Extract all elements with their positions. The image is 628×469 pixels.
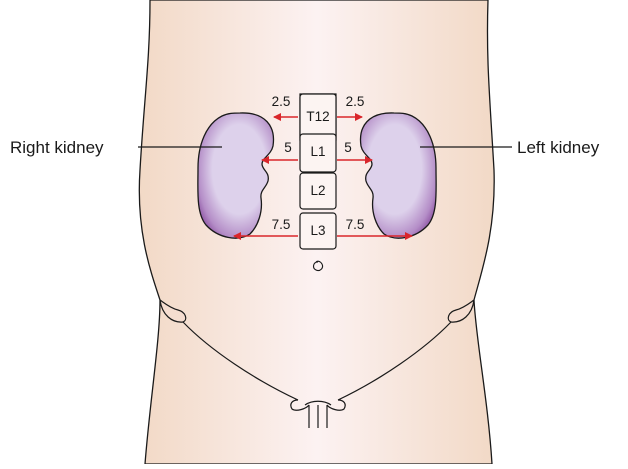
vertebra-label-t12: T12: [306, 109, 329, 124]
vertebra-t12: T12: [300, 94, 336, 140]
distance-label-t12-left: 2.5: [346, 94, 365, 109]
vertebra-l1: L1: [300, 134, 336, 172]
vertebra-l2: L2: [300, 173, 336, 209]
distance-label-t12-right: 2.5: [272, 94, 291, 109]
vertebra-l3: L3: [300, 213, 336, 249]
distance-label-l1-right: 5: [284, 140, 292, 155]
vertebra-label-l1: L1: [310, 144, 325, 159]
right-kidney-label: Right kidney: [10, 138, 104, 157]
distance-label-l1-left: 5: [344, 140, 352, 155]
left-kidney-label: Left kidney: [517, 138, 600, 157]
distance-label-l3-left: 7.5: [346, 217, 365, 232]
distance-label-l3-right: 7.5: [272, 217, 291, 232]
vertebra-label-l3: L3: [310, 223, 325, 238]
vertebra-label-l2: L2: [310, 183, 325, 198]
